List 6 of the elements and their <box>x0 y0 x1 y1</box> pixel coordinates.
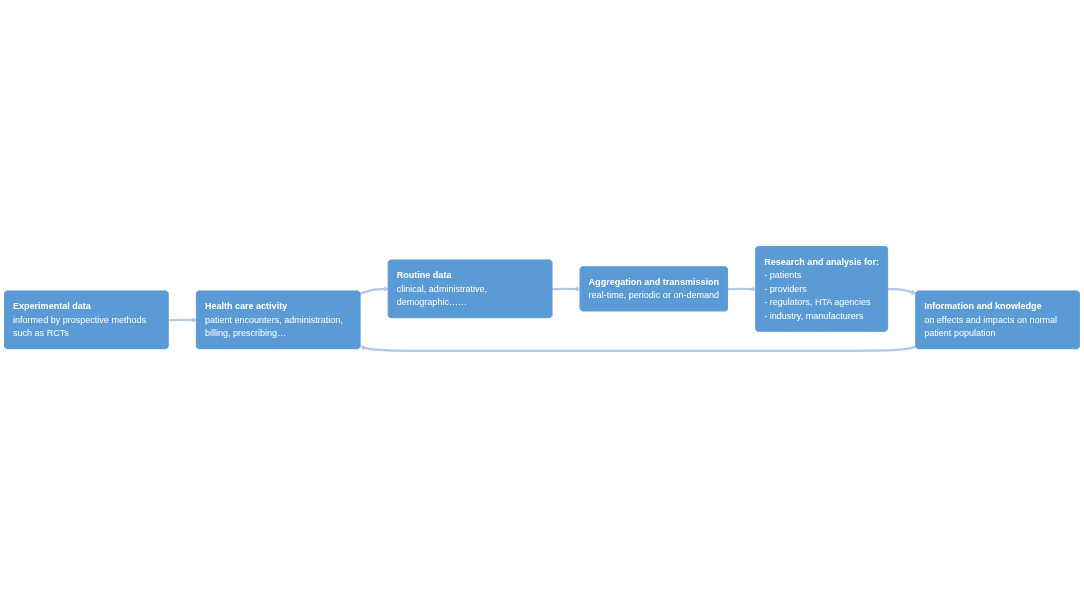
arrow <box>727 286 757 292</box>
arrow <box>552 286 581 292</box>
arrow <box>360 345 917 352</box>
arrow <box>168 317 197 323</box>
arrow <box>359 286 389 295</box>
arrow <box>887 287 917 295</box>
